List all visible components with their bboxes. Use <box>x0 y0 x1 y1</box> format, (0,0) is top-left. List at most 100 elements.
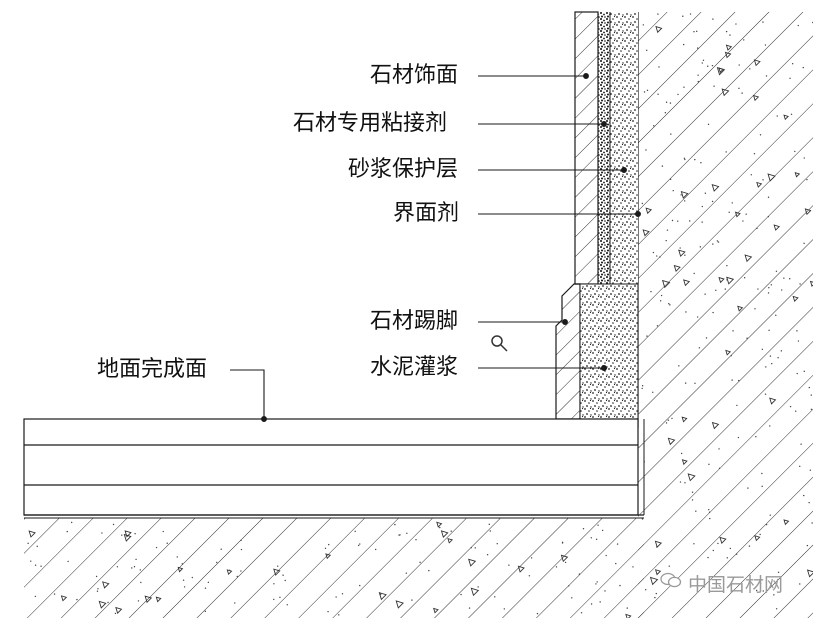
speckle-mark <box>705 337 708 339</box>
speckle-mark <box>749 68 751 70</box>
aggregate-mark <box>102 581 110 589</box>
aggregate-mark <box>719 536 727 545</box>
speckle-mark <box>234 602 236 604</box>
speckle-mark <box>711 64 714 67</box>
aggregate-mark <box>642 229 650 237</box>
speckle-mark <box>359 543 361 545</box>
speckle-mark <box>646 49 648 52</box>
speckle-mark <box>718 448 720 450</box>
speckle-mark <box>439 526 441 529</box>
adhesive-layer <box>598 12 610 284</box>
speckle-mark <box>567 585 570 587</box>
speckle-mark <box>732 330 734 332</box>
speckle-mark <box>652 251 655 254</box>
aggregate-mark <box>680 190 689 199</box>
speckle-mark <box>666 229 669 231</box>
label-interface-agent: 界面剂 <box>393 201 460 226</box>
speckle-mark <box>503 608 506 610</box>
speckle-mark <box>530 557 533 559</box>
speckle-mark <box>641 385 644 387</box>
speckle-mark <box>717 241 720 243</box>
speckle-mark <box>428 569 430 572</box>
speckle-mark <box>66 530 68 533</box>
speckle-mark <box>776 115 778 117</box>
speckle-mark <box>679 481 682 483</box>
speckle-mark <box>656 255 658 257</box>
slab-hatch <box>24 518 644 618</box>
speckle-mark <box>595 538 598 541</box>
speckle-mark <box>743 39 745 41</box>
speckle-mark <box>240 539 242 542</box>
concrete-aggregate <box>28 25 813 621</box>
speckle-mark <box>718 467 721 469</box>
speckle-mark <box>240 548 243 551</box>
aggregate-mark <box>744 254 753 263</box>
speckle-mark <box>748 545 751 547</box>
speckle-mark <box>696 47 699 49</box>
speckle-mark <box>726 279 728 281</box>
speckle-mark <box>97 588 99 590</box>
speckle-mark <box>802 66 804 69</box>
speckle-mark <box>765 75 768 77</box>
speckle-mark <box>615 562 617 565</box>
speckle-mark <box>601 529 604 532</box>
speckle-mark <box>696 316 699 318</box>
speckle-mark <box>741 92 743 94</box>
speckle-mark <box>712 549 715 552</box>
aggregate-mark <box>649 576 659 586</box>
speckle-mark <box>704 192 707 194</box>
speckle-mark <box>659 256 661 258</box>
speckle-mark <box>708 511 711 513</box>
speckle-mark <box>489 530 491 532</box>
speckle-mark <box>468 607 471 609</box>
speckle-mark <box>183 586 186 588</box>
wall-hatch <box>638 12 813 618</box>
speckle-mark <box>789 405 792 408</box>
speckle-mark <box>359 584 361 587</box>
speckle-mark <box>139 569 141 571</box>
speckle-mark <box>698 347 701 349</box>
speckle-mark <box>765 366 767 368</box>
speckle-mark <box>67 560 69 563</box>
speckle-mark <box>40 565 42 567</box>
speckle-mark <box>689 13 692 15</box>
aggregate-mark <box>115 606 123 614</box>
speckle-mark <box>182 579 185 581</box>
speckle-mark <box>803 494 805 497</box>
speckle-mark <box>724 288 727 290</box>
speckle-mark <box>605 554 607 557</box>
speckle-mark <box>654 596 656 599</box>
speckle-mark <box>36 545 38 548</box>
speckle-mark <box>726 557 729 559</box>
speckle-mark <box>406 532 408 534</box>
speckle-mark <box>767 196 770 198</box>
speckle-mark <box>604 590 606 592</box>
speckle-mark <box>757 288 759 290</box>
speckle-mark <box>773 594 775 596</box>
speckle-mark <box>70 521 73 524</box>
aggregate-mark <box>804 208 812 216</box>
label-mortar-protection: 砂浆保护层 <box>348 157 459 182</box>
speckle-mark <box>508 564 510 566</box>
leader-lines <box>230 73 641 422</box>
speckle-mark <box>338 614 340 616</box>
speckle-mark <box>665 422 668 424</box>
speckle-mark <box>220 548 222 550</box>
speckle-mark <box>701 62 704 64</box>
speckle-mark <box>643 91 646 93</box>
speckle-mark <box>767 215 770 218</box>
speckle-mark <box>536 612 539 615</box>
speckle-mark <box>809 469 812 471</box>
speckle-mark <box>678 365 680 367</box>
speckle-mark <box>34 595 37 598</box>
speckle-mark <box>810 408 813 411</box>
speckle-mark <box>632 566 634 568</box>
aggregate-mark <box>752 94 760 102</box>
speckle-mark <box>768 287 770 289</box>
speckle-mark <box>279 596 281 599</box>
speckle-mark <box>708 463 710 466</box>
speckle-mark <box>658 66 660 68</box>
aggregate-mark <box>681 459 688 466</box>
speckle-mark <box>747 487 749 489</box>
aggregate-mark <box>753 59 761 67</box>
